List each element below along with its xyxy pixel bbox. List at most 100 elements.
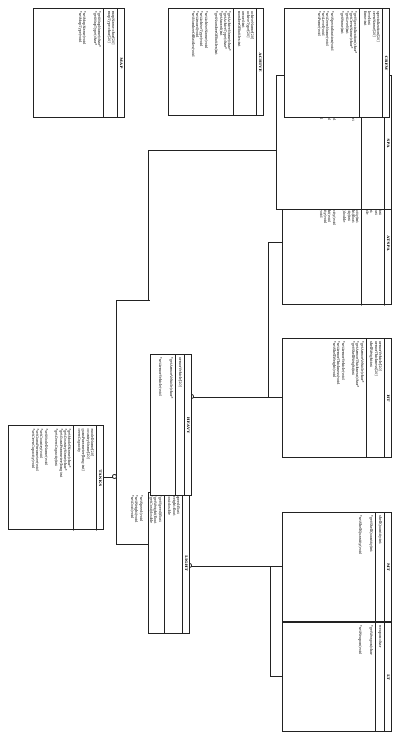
connector-to-ht [268,397,282,398]
attribute-line: weapon:char [378,625,382,648]
map-operations: *getMapName(char**getMapType(char**setMa… [76,8,104,118]
operation-line: *getAchiveType(char* [222,11,227,49]
heavy-attributes: armorVehicle[20] [174,354,184,496]
generalization-arrow-tanks [112,474,117,479]
attribute-line: armorVehicle[20] [378,341,382,371]
operation-line: *getWeapon(char [368,625,373,655]
operation-line: *getShellQuantity(int [368,515,373,552]
operation-gap [208,11,214,113]
connector-to-heavy [116,300,150,301]
attribute-line: gunsParameter[long int] [81,428,86,471]
operation-line: *getAward(int [218,11,223,36]
operation-line: *getCrewCapacity(int [54,428,59,466]
tanks-attributes: modelName[20]countryName[20]gunsParamete… [73,425,96,530]
connector-heavy-down [268,242,269,397]
connector-heavy-hub [192,397,268,398]
attribute-line: shellWeight:int [369,341,374,367]
attribute-line: numberOfBattles:int [236,11,241,47]
connector-tanks-trunk [104,477,116,478]
ht-class-name: HT [384,338,392,458]
mt-class-name: MT [384,512,392,622]
operation-line: *setShellWeight(void [331,341,336,378]
attribute-line: weight:float [171,495,176,516]
operation-line: *setShellQuantity(void [358,515,363,554]
crew-class-name: CREW [382,8,390,118]
attribute-line: fame:int [362,11,367,26]
operation-line: *getArmorThickness(char* [355,341,360,388]
operation-line: *getArmorVehicle(char* [168,357,173,399]
attribute-line: achiveType[20] [245,11,250,38]
connector-heavy-stem [148,150,149,300]
operation-line: *getShellWeight(int [350,341,355,375]
operation-line: *setSpecialization(void [329,11,334,51]
attribute-line: speed:float [176,495,180,514]
lt-attributes: weapon:char [374,622,384,732]
operation-line: *setArmorVehicle(void [158,357,163,396]
operation-line: *setAchiveType(void [199,11,204,47]
operation-line: *getLevel(int [344,11,349,34]
operation-line: *setCrewCapacity(void [30,428,35,468]
heavy-operations: *getArmorVehicle(char* *setArmorVehicle(v… [156,354,175,496]
map-class-name: MAP [117,8,125,118]
tanks-operations: *getModelName(char**getCountryName(char*… [28,425,73,530]
connector-to-atspa [268,242,282,243]
operation-line: *getSpeed(float [157,495,162,522]
operation-line: *setMapType(void [77,11,82,43]
tanks-class-name: TANKS [96,425,104,530]
attribute-line: shellQuantity:int [378,515,382,544]
operation-line: *getMapType(char* [92,11,97,45]
operation-line: *setMapName(void [82,11,87,45]
light-class-name: LIGHT [182,492,190,634]
operation-gap [48,428,54,527]
attribute-line: mapType:char[20] [106,11,111,43]
operation-line: *getCost(double [148,495,153,523]
attribute-line: countryName[20] [85,428,90,459]
operation-line: *setArmorThickness(void [336,341,341,385]
connector-to-light [116,544,148,545]
operation-line: *setSpeed(void [138,495,143,522]
operation-line: *getModelName(char* [67,428,72,467]
heavy-class-name: HEAVY [184,354,192,496]
operation-line: *setCost(void [129,495,134,519]
attribute-line: armorThickness[20] [373,341,378,376]
map-attributes: mapName:char[20]mapType:char[20] [103,8,117,118]
operation-line: *setAward(void [194,11,199,38]
connector-light-down [270,566,271,676]
light-operations: *getSpeed(float*getWeight(float*getCost(… [127,492,163,634]
operation-line: *getCountryName(char* [62,428,67,471]
attribute-line: armorVehicle[20] [178,357,182,387]
operation-line: *getSpecialization(char* [353,11,358,54]
operation-line: *setFame(void [316,11,321,36]
operation-line: *getWeight(float [153,495,158,524]
operation-gap [345,341,351,455]
connector-to-mt [270,566,282,567]
attribute-line: mapName:char[20] [111,11,115,45]
operation-line: *setAchiveName(void [203,11,208,49]
attribute-line: crewCapacity [76,428,81,452]
connector-to-lt [270,676,282,677]
lt-class-name: LT [384,622,392,732]
operation-line: *setNumberOfBattles(void [190,11,195,57]
operation-line: *getArmorVehicle(char* [359,341,364,383]
attribute-line: modelName[20] [90,428,94,456]
operation-line: *getNumberOfBattles(int [214,11,219,55]
connector-tanks-vertical [116,300,117,544]
achive-class-name: ACHIVE [256,8,264,116]
connector-light-hub [190,566,270,567]
